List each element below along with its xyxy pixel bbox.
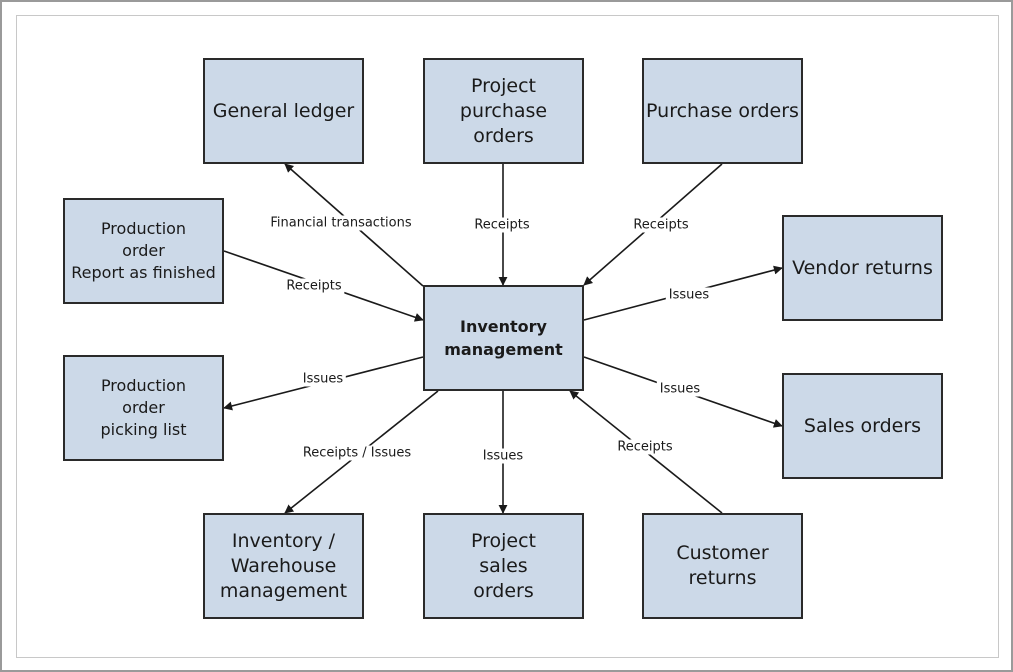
production-order-finished-line-1: Production xyxy=(100,219,187,238)
edge-label-issues-production-picking: Issues xyxy=(299,371,347,387)
vendor-returns-line-1: Vendor returns xyxy=(792,256,933,279)
purchase-orders-node: Purchase orders xyxy=(642,58,803,164)
customer-returns-node: Customer returns xyxy=(642,513,803,619)
production-order-picking-line-2: order xyxy=(122,398,165,417)
project-sales-orders-line-1: Project xyxy=(470,529,536,552)
edge-label-receipts-issues-warehouse: Receipts / Issues xyxy=(299,445,415,461)
project-purchase-orders-line-2: purchase xyxy=(459,99,548,122)
project-sales-orders-line-2: sales xyxy=(479,554,528,577)
production-order-finished-line-3: Report as finished xyxy=(71,263,216,282)
edge-label-receipts-production-finished: Receipts xyxy=(283,278,345,294)
vendor-returns-node: Vendor returns xyxy=(782,215,943,321)
customer-returns-line-1: Customer xyxy=(676,542,769,564)
project-purchase-orders-node: Project purchase orders xyxy=(423,58,584,164)
edge-label-issues-sales-orders: Issues xyxy=(656,381,704,397)
sales-orders-line-1: Sales orders xyxy=(803,414,922,437)
general-ledger-node: General ledger xyxy=(203,58,364,164)
inventory-warehouse-line-1: Inventory / xyxy=(231,529,336,552)
edge-label-receipts-project-purchase: Receipts xyxy=(471,217,533,233)
center-line-2: management xyxy=(444,340,563,359)
production-order-finished-line-2: order xyxy=(122,241,165,260)
center-label: Inventory management xyxy=(444,315,563,361)
production-order-picking-line-1: Production xyxy=(100,376,187,395)
project-sales-orders-line-3: orders xyxy=(473,579,534,602)
general-ledger-line-1: General ledger xyxy=(212,99,355,122)
edge-label-issues-project-sales: Issues xyxy=(479,448,527,464)
inventory-warehouse-line-3: management xyxy=(219,579,348,602)
project-purchase-orders-line-3: orders xyxy=(473,124,534,147)
purchase-orders-line-1: Purchase orders xyxy=(646,99,799,122)
production-order-finished-node: Production order Report as finished xyxy=(63,198,224,304)
project-sales-orders-node: Project sales orders xyxy=(423,513,584,619)
inventory-warehouse-node: Inventory / Warehouse management xyxy=(203,513,364,619)
inventory-management-node: Inventory management xyxy=(423,285,584,391)
edge-label-issues-vendor-returns: Issues xyxy=(665,287,713,303)
edge-label-receipts-purchase: Receipts xyxy=(630,217,692,233)
customer-returns-line-2: returns xyxy=(688,567,757,589)
project-purchase-orders-line-1: Project xyxy=(470,74,536,97)
production-order-picking-line-3: picking list xyxy=(100,420,187,439)
inventory-warehouse-line-2: Warehouse xyxy=(230,554,337,577)
sales-orders-node: Sales orders xyxy=(782,373,943,479)
production-order-picking-node: Production order picking list xyxy=(63,355,224,461)
center-line-1: Inventory xyxy=(460,317,547,336)
edge-label-receipts-customer-returns: Receipts xyxy=(614,439,676,455)
edge-label-financial-transactions: Financial transactions xyxy=(267,215,415,231)
